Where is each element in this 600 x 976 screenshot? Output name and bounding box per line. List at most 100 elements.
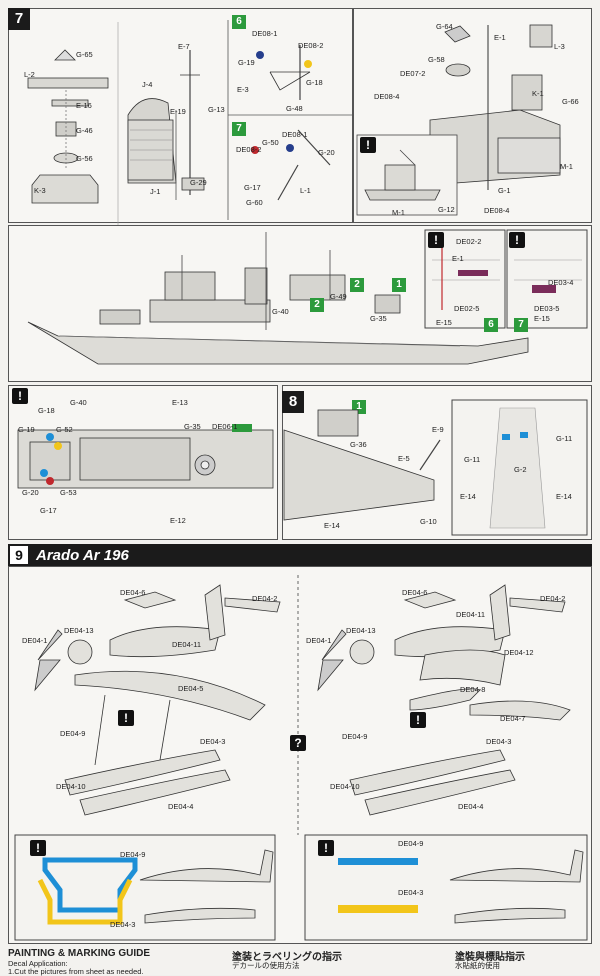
label-dl-de049: DE04-9 (120, 850, 146, 859)
guide-sub-jp: デカールの使用方法 (232, 961, 300, 970)
attention-icon: ! (360, 137, 376, 153)
step9-title: Arado Ar 196 (36, 547, 129, 564)
label-l-de0411: DE04-11 (172, 640, 202, 649)
label-m1b: M-1 (392, 208, 405, 217)
label-g11a: G-11 (556, 434, 573, 443)
label-g50: G-50 (262, 138, 279, 147)
label-g18-deck: G-18 (38, 406, 55, 415)
label-de084b: DE08-4 (484, 206, 510, 215)
label-l-de042: DE04-2 (252, 594, 278, 603)
step-1-marker: 1 (392, 278, 406, 292)
label-r-de043: DE04-3 (486, 737, 512, 746)
label-e9: E-9 (432, 425, 444, 434)
step-6-marker: 6 (232, 15, 246, 29)
guide-sub2-en: 1.Cut the pictures from sheet as needed. (8, 967, 144, 976)
label-r-de0412: DE04-12 (504, 648, 534, 657)
label-g53: G-53 (60, 488, 77, 497)
label-g64: G-64 (436, 22, 453, 31)
label-g20-deck: G-20 (22, 488, 39, 497)
label-g2: G-2 (514, 465, 527, 474)
label-g10: G-10 (420, 517, 437, 526)
label-r-de047: DE04-7 (500, 714, 526, 723)
label-e16: E-16 (76, 101, 92, 110)
guide-title-jp: 塗装とラベリングの指示 (232, 952, 342, 963)
label-r-de042: DE04-2 (540, 594, 566, 603)
label-g48: G-48 (286, 104, 303, 113)
label-r-de044: DE04-4 (458, 802, 484, 811)
label-l-de0413: DE04-13 (64, 626, 94, 635)
step-7-marker: 7 (514, 318, 528, 332)
label-g49: G-49 (330, 292, 347, 301)
step-6-marker: 6 (484, 318, 498, 332)
label-e1-top: E-1 (494, 33, 506, 42)
label-l-de045: DE04-5 (178, 684, 204, 693)
step-8-badge: 8 (282, 391, 304, 413)
label-g66: G-66 (562, 97, 579, 106)
attention-icon: ! (30, 840, 46, 856)
label-l-de041: DE04-1 (22, 636, 48, 645)
label-de034: DE03-4 (548, 278, 574, 287)
step9-banner (8, 544, 592, 566)
label-g35-ship: G-35 (370, 314, 387, 323)
label-l-de049: DE04-9 (60, 729, 86, 738)
label-l-de0410: DE04-10 (56, 782, 86, 791)
label-l-de043: DE04-3 (200, 737, 226, 746)
label-g36: G-36 (350, 440, 367, 449)
label-g20: G-20 (318, 148, 335, 157)
label-de061: DE06-1 (212, 422, 238, 431)
label-g18: G-18 (306, 78, 323, 87)
label-de082a: DE08-2 (298, 41, 324, 50)
step-9-badge: 9 (10, 546, 28, 564)
label-m1a: M-1 (560, 162, 573, 171)
label-r-de048: DE04-8 (460, 685, 486, 694)
attention-icon: ! (318, 840, 334, 856)
label-g11b: G-11 (464, 455, 481, 464)
label-k1: K-1 (532, 89, 544, 98)
label-e14b: E-14 (556, 492, 572, 501)
label-r-de0410: DE04-10 (330, 782, 360, 791)
label-dr-de043: DE04-3 (398, 888, 424, 897)
label-l-de044: DE04-4 (168, 802, 194, 811)
label-l-de046: DE04-6 (120, 588, 146, 597)
attention-icon: ! (410, 712, 426, 728)
label-g40-deck: G-40 (70, 398, 87, 407)
label-g65: G-65 (76, 50, 93, 59)
label-g19: G-19 (238, 58, 255, 67)
label-e1-ship: E-1 (452, 254, 464, 263)
label-l3: L-3 (554, 42, 565, 51)
label-e14a: E-14 (460, 492, 476, 501)
label-e12: E-12 (170, 516, 186, 525)
label-g46: G-46 (76, 126, 93, 135)
label-e5: E-5 (398, 454, 410, 463)
label-e15a: E-15 (436, 318, 452, 327)
label-l2: L-2 (24, 70, 35, 79)
label-g60: G-60 (246, 198, 263, 207)
guide-sub1-en: Decal Application: (8, 959, 68, 968)
label-j4: J-4 (142, 80, 153, 89)
label-r-de0411: DE04-11 (456, 610, 486, 619)
label-de072: DE07-2 (400, 69, 426, 78)
label-e13: E-13 (172, 398, 188, 407)
label-j1: J-1 (150, 187, 161, 196)
guide-title-cn: 塗裝與標貼指示 (455, 952, 525, 963)
label-de082b: DE08-2 (236, 145, 262, 154)
attention-icon: ! (12, 388, 28, 404)
step-7-badge: 7 (8, 8, 30, 30)
guide-sub-cn: 水貼紙的使用 (455, 961, 500, 970)
attention-icon: ! (509, 232, 525, 248)
label-de022: DE02-2 (456, 237, 482, 246)
label-de025: DE02-5 (454, 304, 480, 313)
label-g13: G-13 (208, 105, 225, 114)
label-de035: DE03-5 (534, 304, 560, 313)
label-e3: E-3 (237, 85, 249, 94)
label-g58: G-58 (428, 55, 445, 64)
label-g29: G-29 (190, 178, 207, 187)
label-dl-de043: DE04-3 (110, 920, 136, 929)
label-g17: G-17 (244, 183, 261, 192)
label-r-de0413: DE04-13 (346, 626, 376, 635)
